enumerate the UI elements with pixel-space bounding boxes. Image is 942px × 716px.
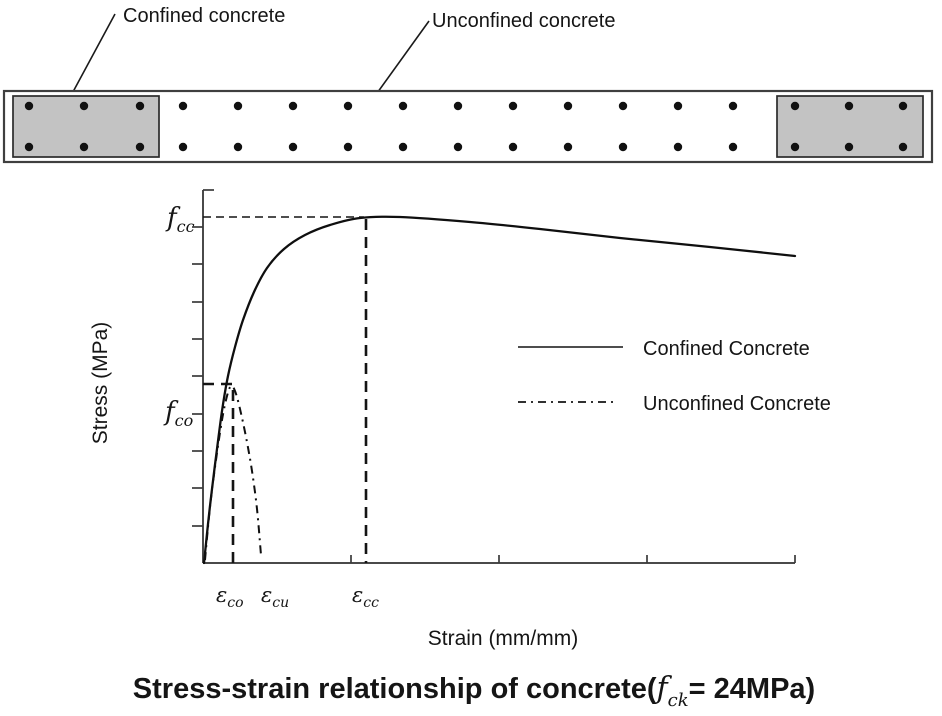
rebar-dot: [790, 101, 800, 111]
rebar-dot: [618, 101, 628, 111]
confined-concrete-label: Confined concrete: [123, 5, 285, 27]
rebar-dot: [233, 101, 243, 111]
rebar-dot: [790, 142, 800, 152]
unconfined-concrete-label: Unconfined concrete: [432, 10, 615, 32]
rebar-dot: [844, 101, 854, 111]
stress-strain-chart: fcc fco εco εcu εcc Stress (MPa) Strain …: [89, 189, 831, 650]
x-axis-title: Strain (mm/mm): [428, 627, 579, 650]
rebar-dot: [728, 101, 738, 111]
rebar-dots-left: [24, 101, 145, 152]
rebar-dot: [844, 142, 854, 152]
fco-label: fco: [163, 397, 193, 430]
rebar-dot: [673, 142, 683, 152]
figure-caption: Stress-strain relationship of concrete(f…: [133, 671, 815, 711]
cross-section-diagram: Confined concrete Unconfined concrete: [2, 5, 934, 164]
rebar-dot: [135, 142, 145, 152]
rebar-dot: [178, 142, 188, 152]
rebar-dot: [508, 101, 518, 111]
rebar-dot: [563, 101, 573, 111]
rebar-dot: [618, 142, 628, 152]
rebar-dot: [288, 101, 298, 111]
fcc-label: fcc: [165, 203, 195, 236]
rebar-dot: [563, 142, 573, 152]
rebar-dot: [673, 101, 683, 111]
rebar-dots-middle: [178, 101, 738, 152]
rebar-dot: [233, 142, 243, 152]
y-axis-ticks: [192, 226, 203, 527]
rebar-dot: [898, 142, 908, 152]
ecu-label: εcu: [261, 583, 289, 611]
ecc-label: εcc: [352, 583, 379, 611]
rebar-dot: [898, 101, 908, 111]
rebar-dot: [24, 101, 34, 111]
rebar-dot: [79, 142, 89, 152]
rebar-dot: [79, 101, 89, 111]
confined-pointer-arrow-icon: [66, 13, 116, 104]
rebar-dot: [343, 142, 353, 152]
rebar-dot: [453, 142, 463, 152]
confined-concrete-curve: [202, 215, 797, 565]
rebar-dot: [135, 101, 145, 111]
x-axis-ticks: [350, 555, 796, 563]
y-axis-title: Stress (MPa): [89, 322, 112, 445]
eco-label: εco: [216, 583, 244, 611]
rebar-dot: [398, 101, 408, 111]
chart-legend: Confined Concrete Unconfined Concrete: [518, 338, 831, 415]
rebar-dot: [343, 101, 353, 111]
legend-entry-unconfined: Unconfined Concrete: [643, 393, 831, 415]
rebar-dot: [24, 142, 34, 152]
legend-entry-confined: Confined Concrete: [643, 338, 810, 360]
rebar-dot: [398, 142, 408, 152]
rebar-dot: [178, 101, 188, 111]
rebar-dot: [453, 101, 463, 111]
rebar-dot: [728, 142, 738, 152]
rebar-dot: [508, 142, 518, 152]
rebar-dots-right: [790, 101, 908, 152]
rebar-dot: [288, 142, 298, 152]
